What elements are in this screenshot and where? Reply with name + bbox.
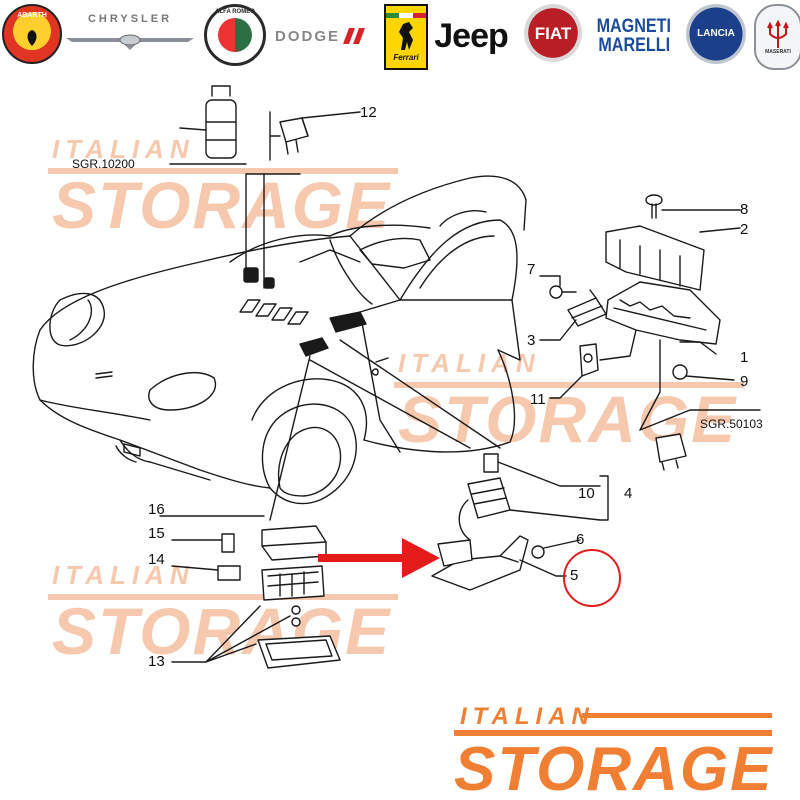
fuse-box-13 [261, 565, 325, 627]
abarth-logo: ABARTH [2, 4, 62, 64]
dodge-logo: DODGE [268, 4, 372, 68]
jeep-logo: Jeep [434, 17, 508, 55]
fiat-logo: FIAT [524, 4, 582, 62]
sensor-sgr-10200 [169, 85, 247, 165]
bolt-7 [539, 275, 577, 299]
dodge-stripes-icon [343, 28, 365, 44]
nut-6 [531, 539, 581, 559]
callout-1: 1 [740, 349, 748, 366]
svg-text:ITALIAN: ITALIAN [52, 560, 195, 590]
highlight-arrow [318, 538, 440, 578]
callout-13: 13 [148, 653, 165, 670]
callout-10: 10 [578, 485, 595, 502]
chrysler-logo: CHRYSLER [64, 4, 196, 68]
prancing-horse-icon [399, 21, 413, 50]
callout-15: 15 [148, 525, 165, 542]
lancia-logo: LANCIA [686, 4, 746, 64]
hood-vent [239, 299, 261, 313]
callout-11: 11 [530, 391, 546, 408]
callout-3: 3 [527, 332, 535, 349]
callout-6: 6 [576, 531, 584, 548]
leader-relay-12 [245, 173, 301, 279]
fuse-box-cover-16 [159, 515, 327, 561]
fuse-10 [483, 453, 601, 487]
highlight-circle [563, 549, 621, 607]
nut-9 [672, 364, 735, 381]
magneti-marelli-logo: MAGNETI MARELLI [596, 16, 672, 56]
italian-storage-logo: ITALIAN STORAGE [454, 703, 773, 800]
leader-fusebox-lower [269, 355, 311, 521]
svg-text:ITALIAN: ITALIAN [52, 134, 195, 164]
callout-8: 8 [740, 201, 748, 218]
alfa-romeo-logo: ALFA ROMEO [204, 4, 266, 66]
alfa-romeo-badge-icon [218, 18, 252, 52]
callout-14: 14 [148, 551, 165, 568]
watermark-upper: ITALIAN STORAGE [48, 134, 398, 242]
clip-11 [549, 343, 599, 399]
svg-text:STORAGE: STORAGE [52, 168, 391, 242]
svg-text:STORAGE: STORAGE [454, 735, 773, 800]
chrysler-wings-icon [66, 34, 194, 50]
callout-7: 7 [527, 261, 535, 278]
relay-sgr-50103 [639, 409, 761, 471]
svg-text:ITALIAN: ITALIAN [460, 703, 595, 730]
trident-icon [767, 19, 789, 48]
callout-5: 5 [570, 567, 578, 584]
relay-12 [269, 111, 361, 161]
callout-12: 12 [360, 104, 377, 121]
holder-3 [539, 289, 607, 341]
bracket-5 [431, 535, 567, 591]
callout-16: 16 [148, 501, 165, 518]
ref-sgr-10200: SGR.10200 [72, 157, 135, 171]
leader-fusebox-bracket [339, 339, 501, 449]
callout-4: 4 [624, 485, 632, 502]
callout-9: 9 [740, 373, 748, 390]
svg-text:ITALIAN: ITALIAN [398, 348, 541, 378]
ref-sgr-50103: SGR.50103 [700, 417, 763, 431]
cover-2 [605, 225, 741, 291]
ferrari-logo: Ferrari [384, 4, 428, 70]
screw-8 [645, 194, 741, 219]
car-mounted-components [243, 267, 367, 357]
fuse-14 [171, 565, 241, 581]
scorpion-icon [27, 30, 37, 46]
svg-text:STORAGE: STORAGE [398, 382, 737, 456]
fuse-box-base [257, 635, 341, 669]
car-body-outline [32, 175, 527, 505]
leader-13 [171, 605, 291, 663]
fuse-15 [171, 533, 235, 553]
fuse-holder-4 [458, 475, 609, 541]
callout-2: 2 [740, 221, 748, 238]
fuse-board-1 [599, 281, 721, 431]
maserati-logo: MASERATI [754, 4, 800, 70]
watermark-middle: ITALIAN STORAGE [394, 348, 744, 456]
